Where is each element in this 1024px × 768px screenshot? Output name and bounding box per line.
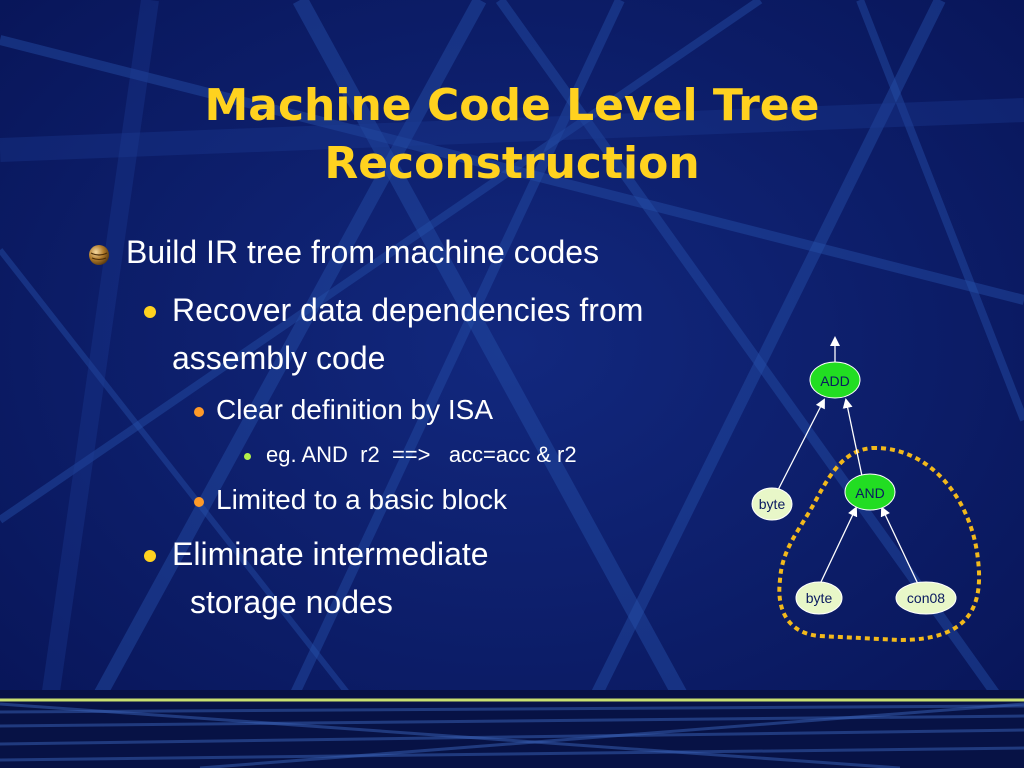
bullet-example: eg. AND r2 ==> acc=acc & r2: [266, 442, 577, 467]
edge-byte-to-add: [777, 398, 825, 491]
bullet-eliminate-line-1: Eliminate intermediate: [172, 536, 489, 572]
ir-tree-diagram: ADD AND byte byte con08: [751, 336, 981, 643]
dotted-outline: [777, 445, 981, 643]
node-byte-top: byte: [751, 487, 793, 521]
bullet-limited-basic-block: Limited to a basic block: [216, 484, 508, 515]
bullet-dot: [144, 306, 156, 318]
sphere-bullet-icon: [89, 245, 109, 265]
node-and: AND: [844, 473, 896, 511]
edge-byte-to-and: [819, 506, 858, 585]
node-byte-top-label: byte: [759, 496, 786, 512]
bullet-dot: [244, 453, 251, 460]
bullet-dot: [194, 407, 204, 417]
node-and-label: AND: [855, 485, 885, 501]
edge-con08-to-and: [880, 506, 919, 585]
bullet-dot: [144, 550, 156, 562]
bullet-dot: [194, 497, 204, 507]
node-con08: con08: [895, 581, 957, 615]
node-byte-bottom: byte: [795, 581, 843, 615]
bullet-eliminate-line-2: storage nodes: [190, 584, 393, 620]
node-con08-label: con08: [907, 590, 945, 606]
node-byte-bottom-label: byte: [806, 590, 833, 606]
slide-title-line-2: Reconstruction: [324, 138, 700, 189]
node-add: ADD: [809, 361, 861, 399]
node-add-label: ADD: [820, 373, 850, 389]
bullet-recover-dependencies-line-1: Recover data dependencies from: [172, 292, 644, 328]
bullet-clear-definition: Clear definition by ISA: [216, 394, 494, 425]
edge-and-to-add: [842, 398, 863, 477]
bullet-recover-dependencies-line-2: assembly code: [172, 340, 386, 376]
bullet-build-ir-tree: Build IR tree from machine codes: [126, 234, 600, 270]
slide-title-line-1: Machine Code Level Tree: [204, 80, 820, 131]
